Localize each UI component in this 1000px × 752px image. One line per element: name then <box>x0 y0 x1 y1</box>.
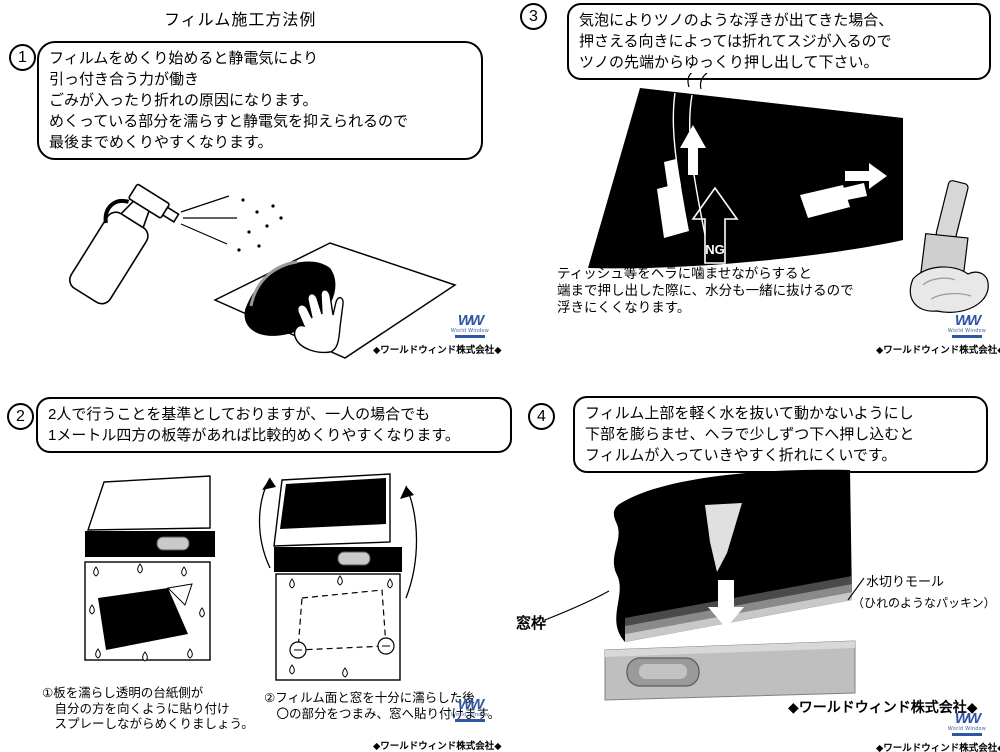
company-name: ◆ワールドウィンド株式会社◆ <box>373 741 502 752</box>
world-window-logo: WW World Window <box>449 312 491 338</box>
text-line: めくっている部分を濡らすと静電気を抑えられるので <box>49 113 408 130</box>
text-line: ①板を濡らし透明の台紙側が <box>42 686 204 700</box>
film-piece <box>705 503 742 572</box>
spray-mist <box>180 195 283 252</box>
logo-ww: WW <box>457 696 484 713</box>
text-line: 押さえる向きによっては折れてスジが入るので <box>579 33 892 50</box>
logo-bar <box>952 335 982 338</box>
instruction-box-2: 2人で行うことを基準としておりますが、一人の場合でも 1メートル四方の板等があれ… <box>36 397 512 453</box>
flip-arrows <box>258 477 418 599</box>
section-3-number: 3 <box>520 3 547 30</box>
text-line: 浮きにくくなります。 <box>557 300 691 315</box>
logo-sub: World Window <box>450 712 490 718</box>
ng-arrow: NG <box>691 186 739 264</box>
logo-ww: WW <box>954 312 981 329</box>
company-name: ◆ワールドウィンド株式会社◆ <box>876 345 1000 356</box>
logo-ww: WW <box>954 710 981 727</box>
page-title: フィルム施工方法例 <box>164 12 317 29</box>
section-1-number: 1 <box>9 44 36 71</box>
board-method-illustration <box>84 473 418 681</box>
text-line: 1メートル四方の板等があれば比較的めくりやすくなります。 <box>48 427 460 444</box>
right-arrow-icon <box>845 163 887 189</box>
world-window-logo: WW World Window <box>946 312 988 338</box>
instruction-box-4: フィルム上部を軽く水を抜いて動かないようにし 下部を膨らませ、ヘラで少しずつ下へ… <box>573 396 988 473</box>
text-line: ②フィルム面と窓を十分に濡らした後 <box>264 691 475 705</box>
instruction-box-1: フィルムをめくり始めると静電気により 引っ付き合う力が働き ごみが入ったり折れの… <box>37 41 483 160</box>
tissue-squeegee-icon <box>909 180 989 313</box>
note-3: ティッシュ等をヘラに噛ませながらすると 端まで押し出した際に、水分も一緒に抜ける… <box>557 265 902 316</box>
hand-icon <box>293 289 344 354</box>
instruction-box-3: 気泡によりツノのような浮きが出てきた場合、 押さえる向きによっては折れてスジが入… <box>567 3 991 80</box>
text-line: 引っ付き合う力が働き <box>49 71 200 88</box>
horn-outline-lines <box>687 73 708 90</box>
logo-ww: WW <box>457 312 484 329</box>
section-4-number: 4 <box>528 403 555 430</box>
company-name: ◆ワールドウィンド株式会社◆ <box>876 743 1000 752</box>
logo-sub: World Window <box>947 328 987 334</box>
ng-label: NG <box>705 242 725 257</box>
logo-bar <box>952 733 982 736</box>
door-install-illustration <box>544 469 865 701</box>
pointer-lines <box>544 577 865 621</box>
logo-bar <box>455 719 485 722</box>
figure-1-board <box>84 561 211 661</box>
text-line: 端まで押し出した際に、水分も一緒に抜けるので <box>557 283 854 298</box>
bubble-removal-illustration: NG <box>588 73 989 313</box>
down-arrow-icon <box>708 580 744 628</box>
section-2-number: 2 <box>7 403 34 430</box>
text-line: 自分の方を向くように貼り付け <box>42 701 230 716</box>
company-name-large: ◆ワールドウィンド株式会社◆ <box>788 699 978 715</box>
text-line: フィルムが入っていきやすく折れにくいです。 <box>585 447 897 464</box>
molding-sub-label: （ひれのようなパッキン） <box>852 596 996 610</box>
figure-1-window <box>85 475 215 557</box>
spray-bottle-icon <box>69 183 180 305</box>
text-line: ごみが入ったり折れの原因になります。 <box>49 92 318 109</box>
logo-sub: World Window <box>450 328 490 334</box>
figure-2-window <box>273 473 402 572</box>
text-line: フィルムをめくり始めると静電気により <box>49 50 319 67</box>
logo-sub: World Window <box>947 726 987 732</box>
up-arrow-icon <box>680 125 706 175</box>
world-window-logo: WW World Window <box>946 710 988 736</box>
text-line: ティッシュ等をヘラに噛ませながらすると <box>557 266 813 281</box>
caption-2: ②フィルム面と窓を十分に濡らした後 〇の部分をつまみ、窓へ貼り付けます。 <box>264 691 500 722</box>
squeegee-right-icon <box>800 183 867 218</box>
text-line: 最後までめくりやすくなります。 <box>49 134 273 151</box>
text-line: ツノの先端からゆっくり押し出して下さい。 <box>579 54 879 71</box>
caption-1: ①板を濡らし透明の台紙側が 自分の方を向くように貼り付け スプレーしながらめくり… <box>42 686 254 733</box>
text-line: 2人で行うことを基準としておりますが、一人の場合でも <box>48 406 431 423</box>
text-line: 〇の部分をつまみ、窓へ貼り付けます。 <box>264 706 501 721</box>
molding-label: 水切りモール <box>866 574 945 589</box>
squeegee-icon <box>657 159 689 238</box>
company-name: ◆ワールドウィンド株式会社◆ <box>373 345 502 356</box>
spray-illustration <box>69 183 457 359</box>
text-line: フィルム上部を軽く水を抜いて動かないようにし <box>585 405 914 422</box>
world-window-logo: WW World Window <box>449 696 491 722</box>
text-line: 下部を膨らませ、ヘラで少しずつ下へ押し込むと <box>585 426 915 443</box>
door-body <box>604 640 856 701</box>
window-frame-label: 窓枠 <box>516 615 547 632</box>
text-line: スプレーしながらめくりましょう。 <box>42 717 254 731</box>
figure-2-board <box>275 573 401 681</box>
logo-bar <box>455 335 485 338</box>
text-line: 気泡によりツノのような浮きが出てきた場合、 <box>579 12 894 29</box>
